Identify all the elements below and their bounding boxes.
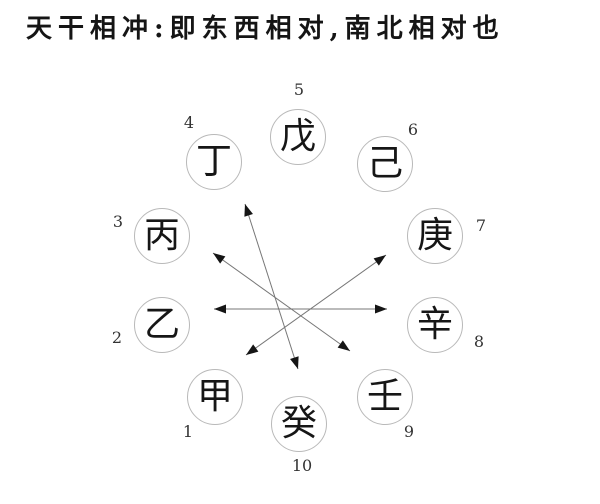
stem-char-gui: 癸	[280, 403, 317, 444]
stem-char-ji: 己	[366, 143, 403, 184]
clash-arrow-jia-geng	[245, 254, 387, 356]
stem-number-gui: 10	[291, 456, 313, 475]
stem-number-ren: 9	[403, 422, 415, 441]
stem-circle-ren: 壬	[357, 369, 413, 425]
stem-number-geng: 7	[475, 216, 487, 235]
stem-number-bing: 3	[112, 212, 124, 231]
arrowhead-icon	[373, 255, 386, 266]
stem-number-jia: 1	[182, 422, 194, 441]
stem-char-bing: 丙	[143, 215, 180, 256]
arrowhead-icon	[290, 356, 299, 369]
arrowhead-icon	[375, 304, 387, 314]
clash-arrow-yi-xin	[214, 304, 387, 314]
stem-circle-wu: 戊	[270, 109, 326, 165]
arrowhead-icon	[244, 204, 253, 217]
stem-circle-xin: 辛	[407, 297, 463, 353]
stem-circle-ding: 丁	[186, 134, 242, 190]
stem-char-ding: 丁	[195, 141, 232, 182]
arrowhead-icon	[246, 344, 259, 355]
stem-char-wu: 戊	[279, 116, 316, 157]
stem-circle-bing: 丙	[134, 208, 190, 264]
stem-number-ji: 6	[407, 120, 419, 139]
stem-char-xin: 辛	[416, 304, 453, 345]
stem-char-jia: 甲	[196, 376, 233, 417]
arrowhead-icon	[213, 253, 226, 264]
stem-number-ding: 4	[183, 113, 195, 132]
arrowhead-icon	[337, 340, 350, 351]
stem-number-yi: 2	[111, 328, 123, 347]
stem-circle-gui: 癸	[271, 396, 327, 452]
stem-circle-geng: 庚	[407, 208, 463, 264]
arrowhead-icon	[214, 304, 226, 314]
clash-arrow-ding-gui	[244, 203, 299, 370]
page-title: 天干相冲:即东西相对,南北相对也	[26, 14, 505, 44]
stem-char-geng: 庚	[416, 215, 453, 256]
stem-circle-ji: 己	[357, 136, 413, 192]
stem-number-wu: 5	[293, 80, 305, 99]
stem-number-xin: 8	[473, 332, 485, 351]
clash-arrow-bing-ren	[212, 252, 351, 352]
stem-circle-yi: 乙	[134, 297, 190, 353]
stem-circle-jia: 甲	[187, 369, 243, 425]
stem-char-yi: 乙	[143, 304, 180, 345]
stem-char-ren: 壬	[366, 376, 403, 417]
